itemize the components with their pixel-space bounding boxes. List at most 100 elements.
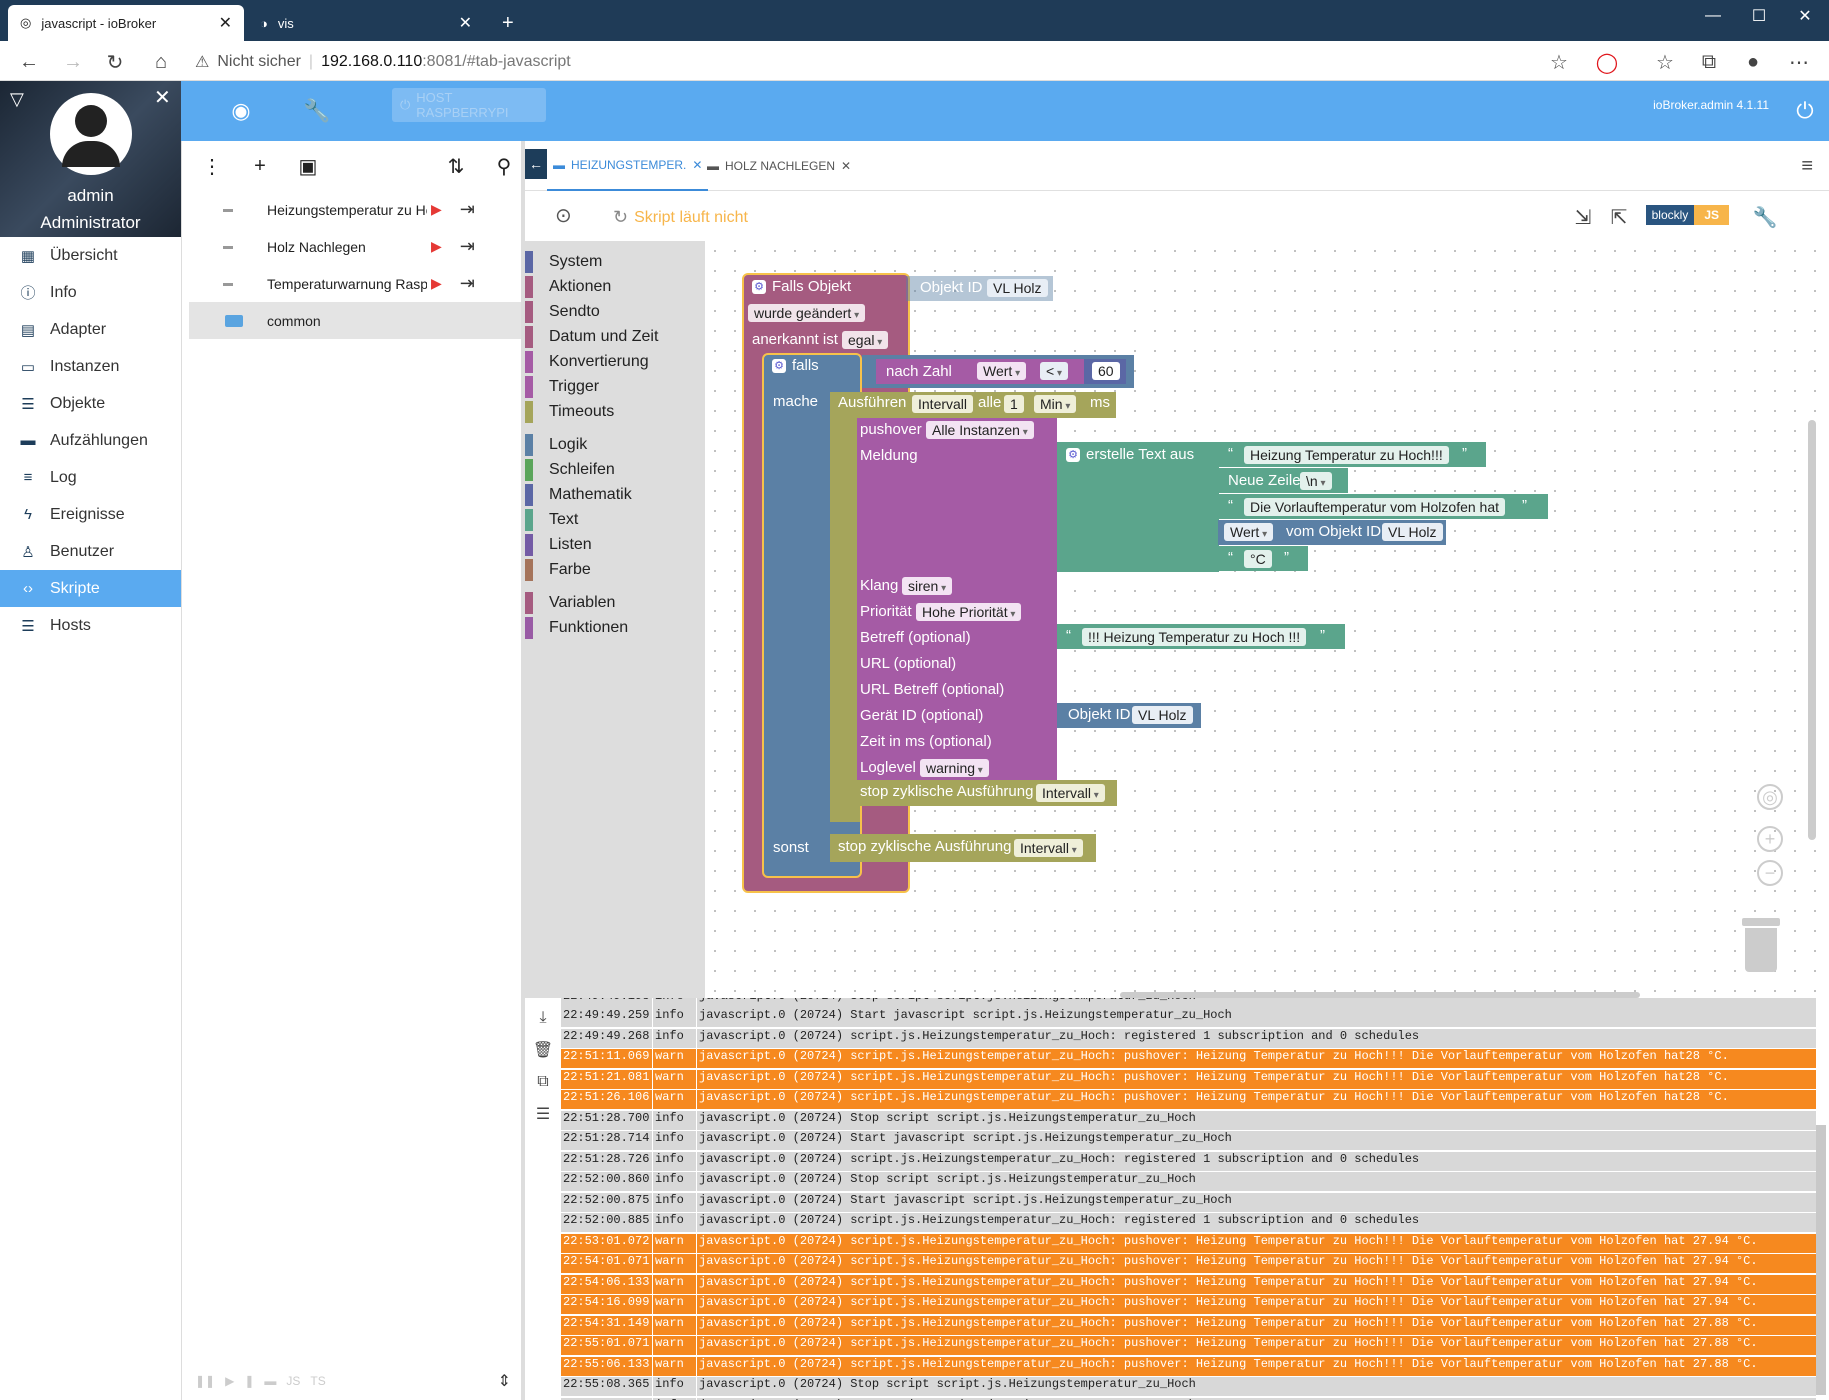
maximize-icon[interactable]: ☐ [1751,8,1767,25]
add-script-icon[interactable]: + [254,154,266,177]
log-scrollbar[interactable] [1816,1125,1826,1395]
menu-item-instanzen[interactable]: ▭Instanzen [0,348,181,385]
toolbox-category[interactable]: Listen [525,532,705,557]
toolbox-category[interactable]: Schleifen [525,457,705,482]
menu-item-objekte[interactable]: ☰Objekte [0,385,181,422]
close-tab-icon[interactable]: ✕ [692,158,703,172]
close-menu-icon[interactable]: ✕ [154,87,171,109]
sound-dropdown[interactable]: siren [902,577,953,595]
play-icon[interactable]: ▶ [431,275,442,291]
back-arrow-icon[interactable]: ← [525,149,547,179]
eye-icon[interactable]: ◉ [231,98,251,123]
close-tab-icon[interactable]: ✕ [458,15,472,32]
export-blocks-icon[interactable]: ⇲ [1574,206,1592,229]
close-tab-icon[interactable]: ✕ [841,159,852,173]
toolbox-category[interactable]: Variablen [525,590,705,615]
minimize-icon[interactable]: — [1705,7,1721,24]
toolbox-category[interactable]: Sendto [525,299,705,324]
close-tab-icon[interactable]: ✕ [218,15,232,32]
threshold-value[interactable]: 60 [1092,362,1120,380]
export-icon[interactable]: ⇥ [459,236,475,256]
newline-dropdown[interactable]: \n [1300,472,1332,490]
scroll-down-icon[interactable]: ⤓ [539,1009,547,1026]
bookmark-star-icon[interactable]: ☆ [1550,51,1568,74]
interval-name[interactable]: Intervall [912,395,974,413]
toolbox-category[interactable]: Mathematik [525,482,705,507]
tree-item-script[interactable]: ▬ Heizungstemperatur zu Hoch ▶ ⇥ [189,191,521,228]
language-toggle[interactable]: blockly JS [1645,205,1729,225]
menu-item-log[interactable]: ≡Log [0,459,181,496]
host-button[interactable]: ⏻ HOST RASPBERRYPI [392,88,546,122]
sort-icon[interactable]: ⇅ [447,155,465,178]
expand-collapse-icon[interactable]: ⇕ [497,1373,511,1390]
title-value[interactable]: !!! Heizung Temperatur zu Hoch !!! [1082,628,1307,646]
add-folder-icon[interactable]: ▣ [298,155,318,178]
play-icon[interactable]: ▶ [431,201,442,217]
locate-icon[interactable]: ⊙ [555,205,572,227]
tree-item-folder[interactable]: common [189,302,521,339]
url-field[interactable]: ⚠ Nicht sicher | 192.168.0.110:8081/#tab… [195,47,1605,77]
tree-item-script[interactable]: ▬ Temperaturwarnung Raspberry ▶ ⇥ [189,265,521,302]
search-icon[interactable]: ⚲ [496,155,512,178]
forward-icon[interactable]: → [63,50,83,73]
blockly-filter-icon[interactable]: ▬ [264,1374,277,1388]
wrench-icon[interactable]: 🔧 [303,98,331,123]
interval-dropdown[interactable]: Intervall [1014,839,1083,857]
menu-item-uebersicht[interactable]: ▦Übersicht [0,237,181,274]
browser-tab-javascript[interactable]: ◎ javascript - ioBroker ✕ [8,5,244,41]
panel-splitter[interactable] [521,141,525,1400]
script-status[interactable]: ↻ Skript läuft nicht [613,207,748,228]
object-id-value[interactable]: VL Holz [1132,706,1193,724]
toolbox-category[interactable]: Aktionen [525,274,705,299]
pause-icon[interactable]: ❚❚ [195,1374,216,1388]
deg-value[interactable]: °C [1244,550,1272,568]
editor-tab-heizungstemper[interactable]: ▬ HEIZUNGSTEMPER. ✕ [547,141,709,191]
toolbox-category[interactable]: Text [525,507,705,532]
editor-tab-holz-nachlegen[interactable]: ▬ HOLZ NACHLEGEN ✕ [701,141,857,191]
object-id-value[interactable]: VL Holz [1382,523,1443,541]
toolbox-category[interactable]: Farbe [525,557,705,582]
toolbox-category[interactable]: Funktionen [525,615,705,640]
more-options-icon[interactable]: ⋯ [1789,51,1809,74]
priority-dropdown[interactable]: Hohe Priorität [916,603,1022,621]
toolbox-category[interactable]: Timeouts [525,399,705,424]
clear-log-icon[interactable]: 🗑 [532,1042,554,1059]
back-icon[interactable]: ← [19,50,39,73]
every-value[interactable]: 1 [1004,395,1024,413]
operator-dropdown[interactable]: < [1040,362,1068,380]
menu-item-adapter[interactable]: ▤Adapter [0,311,181,348]
value-dropdown[interactable]: Wert [1224,523,1274,541]
toolbox-category[interactable]: Trigger [525,374,705,399]
toolbox-category[interactable]: Datum und Zeit [525,324,705,349]
collections-icon[interactable]: ⧉ [1701,50,1717,73]
home-icon[interactable]: ⌂ [154,50,168,73]
trigger-changed-dropdown[interactable]: wurde geändert [748,304,866,322]
toolbox-category[interactable]: System [525,249,705,274]
toolbox-category[interactable]: Konvertierung [525,349,705,374]
text2-value[interactable]: Die Vorlauftemperatur vom Holzofen hat [1244,498,1506,516]
close-window-icon[interactable]: ✕ [1798,8,1812,25]
iobroker-power-icon[interactable]: ⏻ [1796,98,1814,123]
trash-icon[interactable] [1742,918,1780,972]
pushover-block[interactable] [857,418,1057,780]
play-icon[interactable]: ▶ [431,238,442,254]
menu-item-skripte[interactable]: ‹›Skripte [0,570,181,607]
favorites-icon[interactable]: ☆ [1656,51,1674,74]
play-filter-icon[interactable]: ▶ [225,1374,235,1388]
log-view-icon[interactable]: ☰ [535,1106,551,1123]
js-filter-icon[interactable]: JS [286,1374,301,1388]
create-text-block[interactable] [1057,442,1219,572]
profile-avatar-icon[interactable]: ● [1746,50,1760,73]
interval-dropdown[interactable]: Intervall [1036,784,1105,802]
workspace-scrollbar[interactable] [1808,420,1816,840]
more-vert-icon[interactable]: ⋮ [202,155,222,178]
tree-item-script[interactable]: ▬ Holz Nachlegen ▶ ⇥ [189,228,521,265]
workspace-hscrollbar[interactable] [1120,992,1640,998]
copy-log-icon[interactable]: ⧉ [537,1073,549,1090]
menu-item-hosts[interactable]: ☰Hosts [0,607,181,644]
zoom-out-icon[interactable]: − [1757,860,1783,886]
center-workspace-icon[interactable]: ◎ [1757,784,1783,810]
import-blocks-icon[interactable]: ⇱ [1610,206,1628,229]
